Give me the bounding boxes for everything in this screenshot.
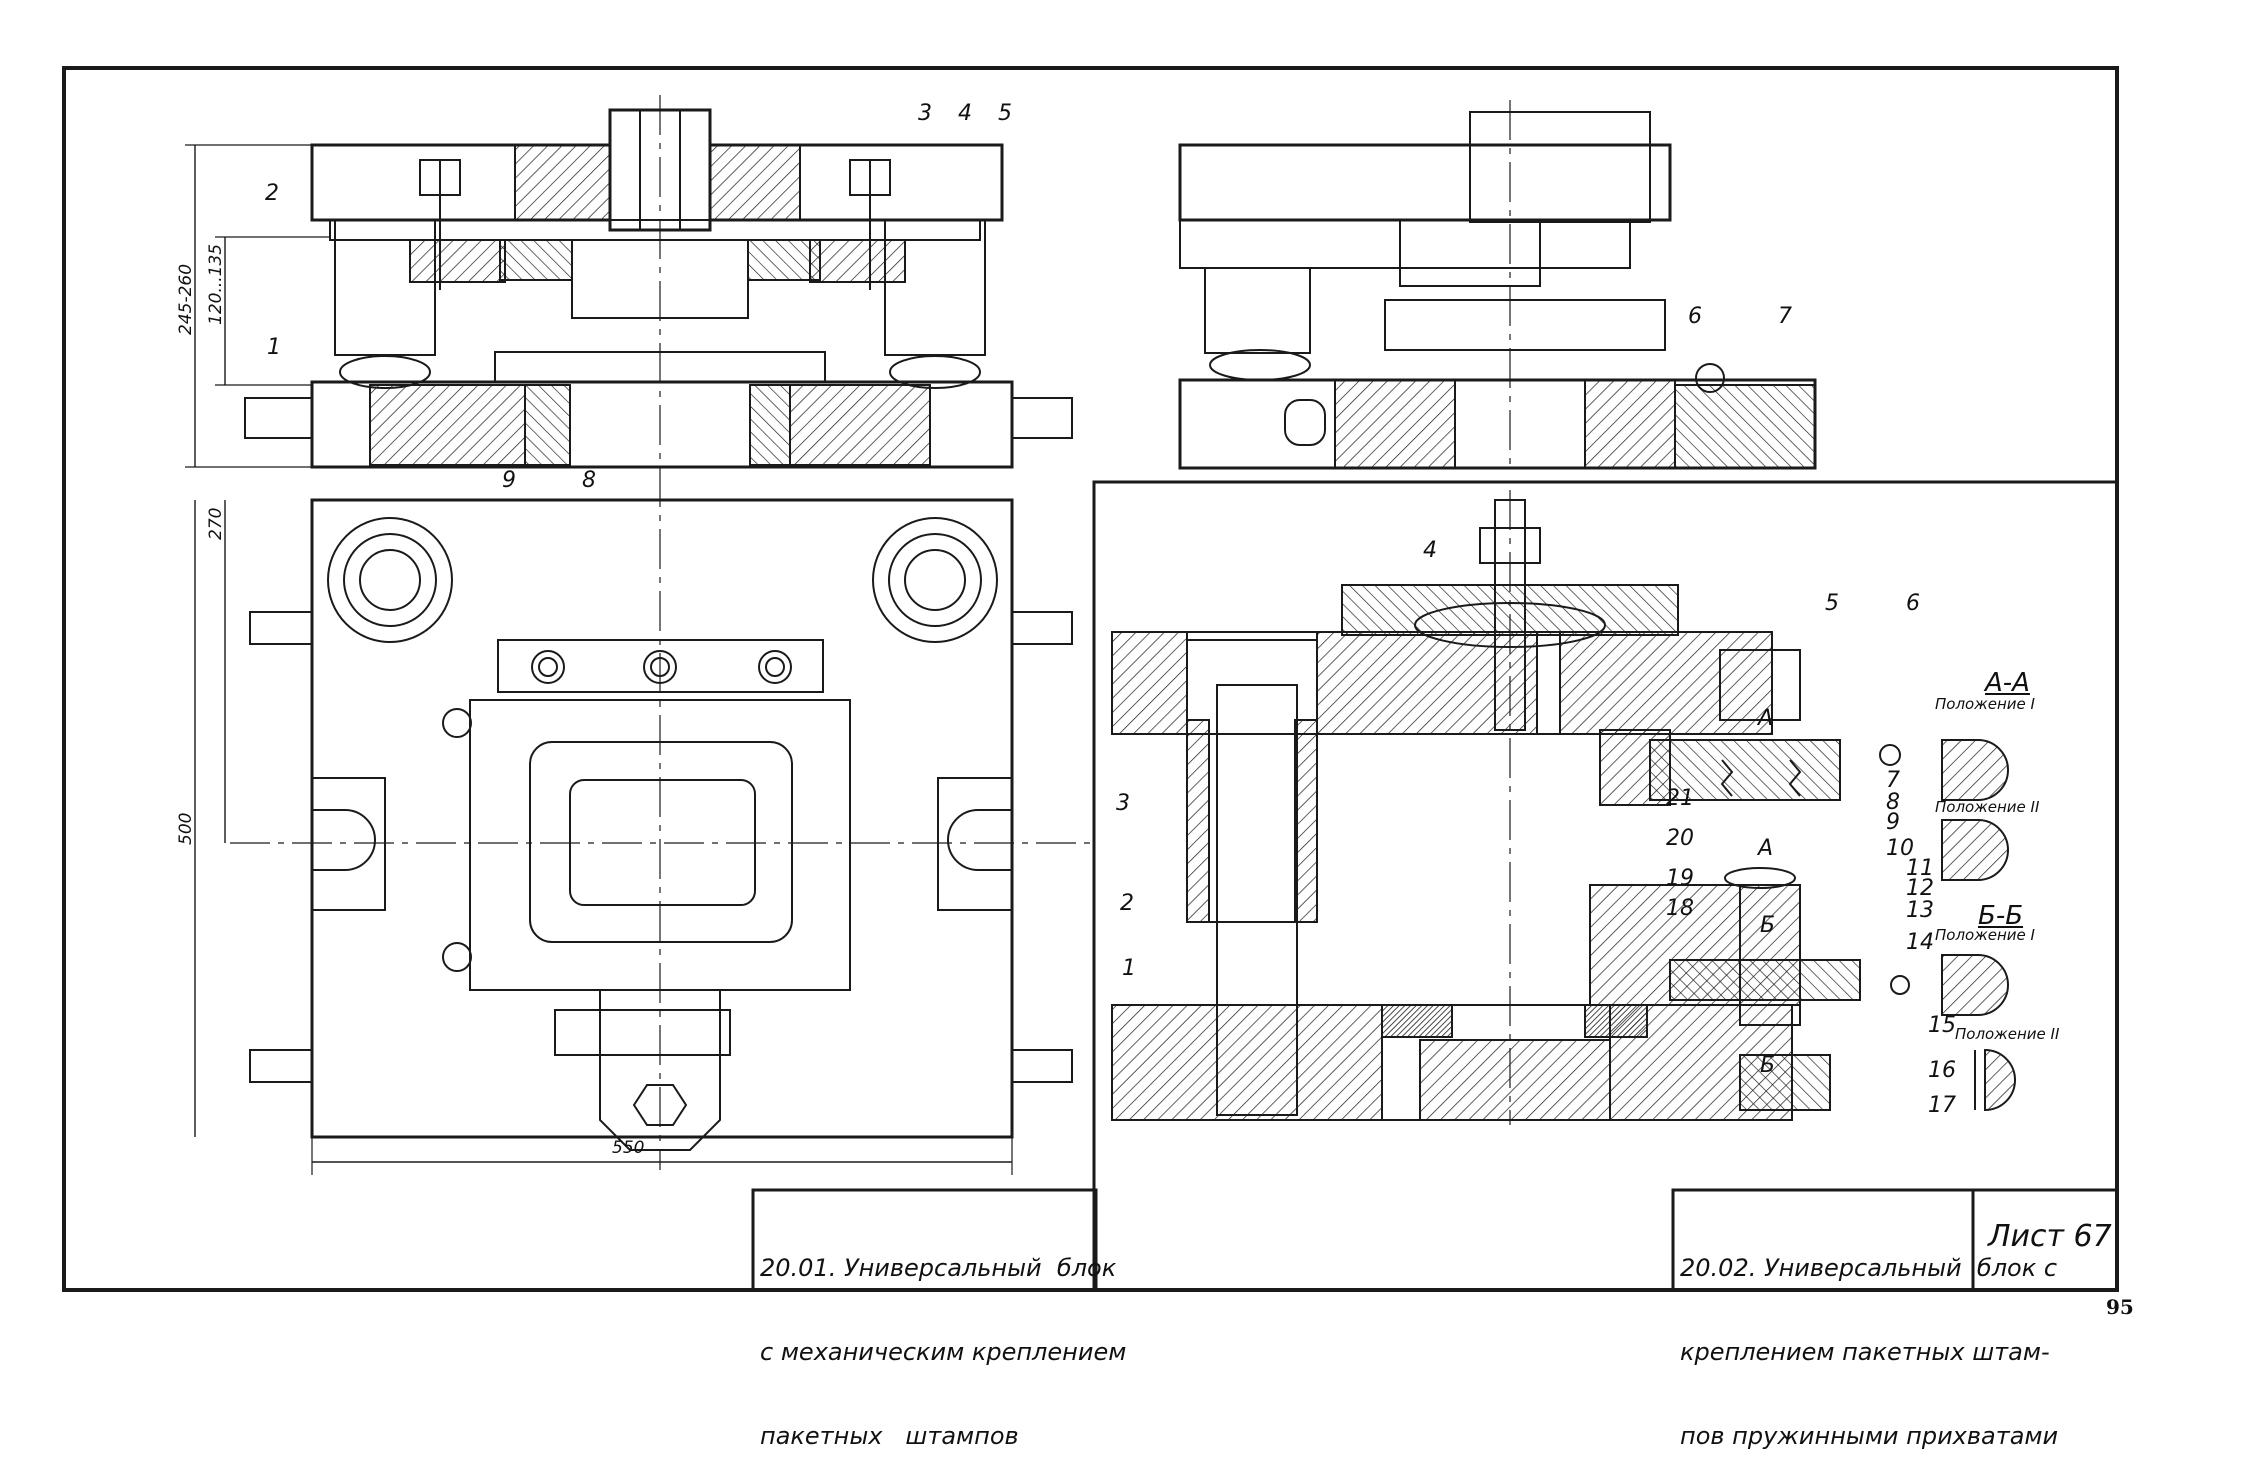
drawing-2001-front-view (185, 95, 1073, 1170)
part-label-2002-top-7: 7 (1778, 304, 1792, 329)
part-label-2002-12: 12 (1906, 876, 1934, 901)
part-label-2001-8: 8 (582, 468, 596, 493)
part-label-2002-15: 15 (1928, 1013, 1956, 1038)
drawing-2002-side-view (1178, 100, 1817, 470)
caption-2001-line-1: 20.01. Универсальный блок (760, 1254, 1117, 1282)
caption-2001-line-3: пакетных штампов (760, 1422, 1019, 1450)
section-mark-a-upper: А (1758, 706, 1774, 731)
drawing-2002-section-view (1111, 490, 1910, 1125)
part-label-2001-3: 3 (918, 101, 932, 126)
sheet-label: Лист 67 (1988, 1219, 2112, 1254)
section-mark-b-lower: Б (1760, 1053, 1776, 1078)
part-label-2002-3: 3 (1116, 791, 1130, 816)
caption-2001-line-2: с механическим креплением (760, 1338, 1127, 1366)
part-label-2001-2: 2 (265, 181, 279, 206)
part-label-2002-11: 11 (1906, 856, 1934, 881)
part-label-2001-5: 5 (998, 101, 1012, 126)
part-label-2002-6: 6 (1906, 591, 1920, 616)
dimension-550: 550 (612, 1138, 645, 1158)
caption-2002-line-3: пов пружинными прихватами (1680, 1422, 2059, 1450)
section-b-position-2: Положение II (1955, 1025, 2060, 1043)
dimension-shut-height: 120...135 (206, 243, 226, 325)
part-label-2002-14: 14 (1906, 930, 1934, 955)
part-label-2002-9: 9 (1886, 810, 1900, 835)
part-label-2002-top-6: 6 (1688, 304, 1702, 329)
caption-2001: 20.01. Универсальный блок с механическим… (760, 1198, 1126, 1478)
section-a-position-2: Положение II (1935, 798, 2040, 816)
caption-2002-line-2: креплением пакетных штам- (1680, 1338, 2050, 1366)
part-label-2002-13: 13 (1906, 898, 1934, 923)
part-label-2001-9: 9 (502, 468, 516, 493)
caption-box-2001 (751, 1188, 1098, 1292)
drawing-2001-plan-view (194, 498, 1090, 1175)
caption-2002-line-1: 20.02. Универсальный блок с (1680, 1254, 2058, 1282)
part-label-2001-1: 1 (267, 335, 281, 360)
section-b-position-1: Положение I (1935, 926, 2035, 944)
dimension-500: 500 (176, 812, 196, 845)
part-label-2002-18: 18 (1666, 896, 1694, 921)
part-label-2002-1: 1 (1122, 956, 1136, 981)
drawing-sheet (62, 66, 2119, 1292)
dimension-overall-height: 245-260 (176, 263, 196, 335)
part-label-2002-10: 10 (1886, 836, 1914, 861)
sheet-label-box (1971, 1188, 2119, 1292)
section-a-title: А-А (1985, 668, 2030, 698)
part-label-2002-8: 8 (1886, 790, 1900, 815)
part-label-2002-16: 16 (1928, 1058, 1956, 1083)
part-label-2001-4: 4 (958, 101, 972, 126)
part-label-2002-17: 17 (1928, 1093, 1956, 1118)
dimension-270: 270 (206, 507, 226, 540)
section-mark-b-upper: Б (1760, 913, 1776, 938)
section-details (1941, 739, 2016, 1112)
section-mark-a-lower: А (1758, 836, 1774, 861)
part-label-2002-7: 7 (1886, 768, 1900, 793)
part-label-2002-19: 19 (1666, 866, 1694, 891)
page-number: 95 (2106, 1295, 2134, 1319)
part-label-2002-21: 21 (1666, 786, 1694, 811)
part-label-2002-20: 20 (1666, 826, 1694, 851)
part-label-2002-2: 2 (1120, 891, 1134, 916)
section-b-title: Б-Б (1978, 901, 2024, 931)
part-label-2002-4: 4 (1423, 538, 1437, 563)
drawing-2002-frame (1092, 480, 2119, 1292)
part-label-2002-5: 5 (1825, 591, 1839, 616)
section-a-position-1: Положение I (1935, 695, 2035, 713)
